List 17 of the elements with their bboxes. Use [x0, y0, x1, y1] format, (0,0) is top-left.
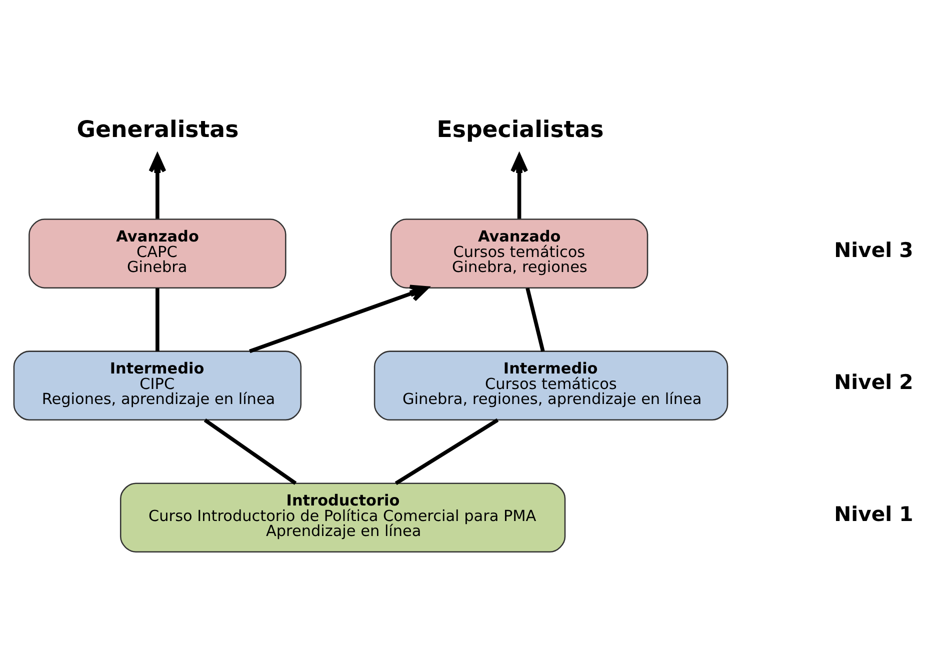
node-box: Intermedio Cursos temáticos Ginebra, regiones, aprendizaje en línea: [374, 350, 728, 420]
connector: [156, 288, 160, 352]
arrow: [148, 154, 166, 219]
node-box: Avanzado Cursos temáticos Ginebra, regiones: [390, 218, 648, 288]
connector: [526, 288, 545, 352]
arrow: [249, 284, 428, 354]
connector: [394, 418, 499, 485]
node-text: Especialistas: [436, 117, 604, 144]
node-text: Generalistas: [76, 117, 239, 144]
label: Nivel 2: [834, 370, 914, 394]
arrow: [510, 154, 528, 219]
connector: [204, 418, 297, 485]
node-box: Avanzado CAPC Ginebra: [28, 218, 286, 288]
label: Nivel 1: [834, 502, 914, 526]
node-box: Intermedio CIPC Regiones, aprendizaje en línea: [13, 350, 302, 420]
label: Nivel 3: [834, 238, 914, 262]
node-box: Introductorio Curso Introductorio de Política Comercial para PMA Aprendizaje en línea: [120, 482, 566, 553]
